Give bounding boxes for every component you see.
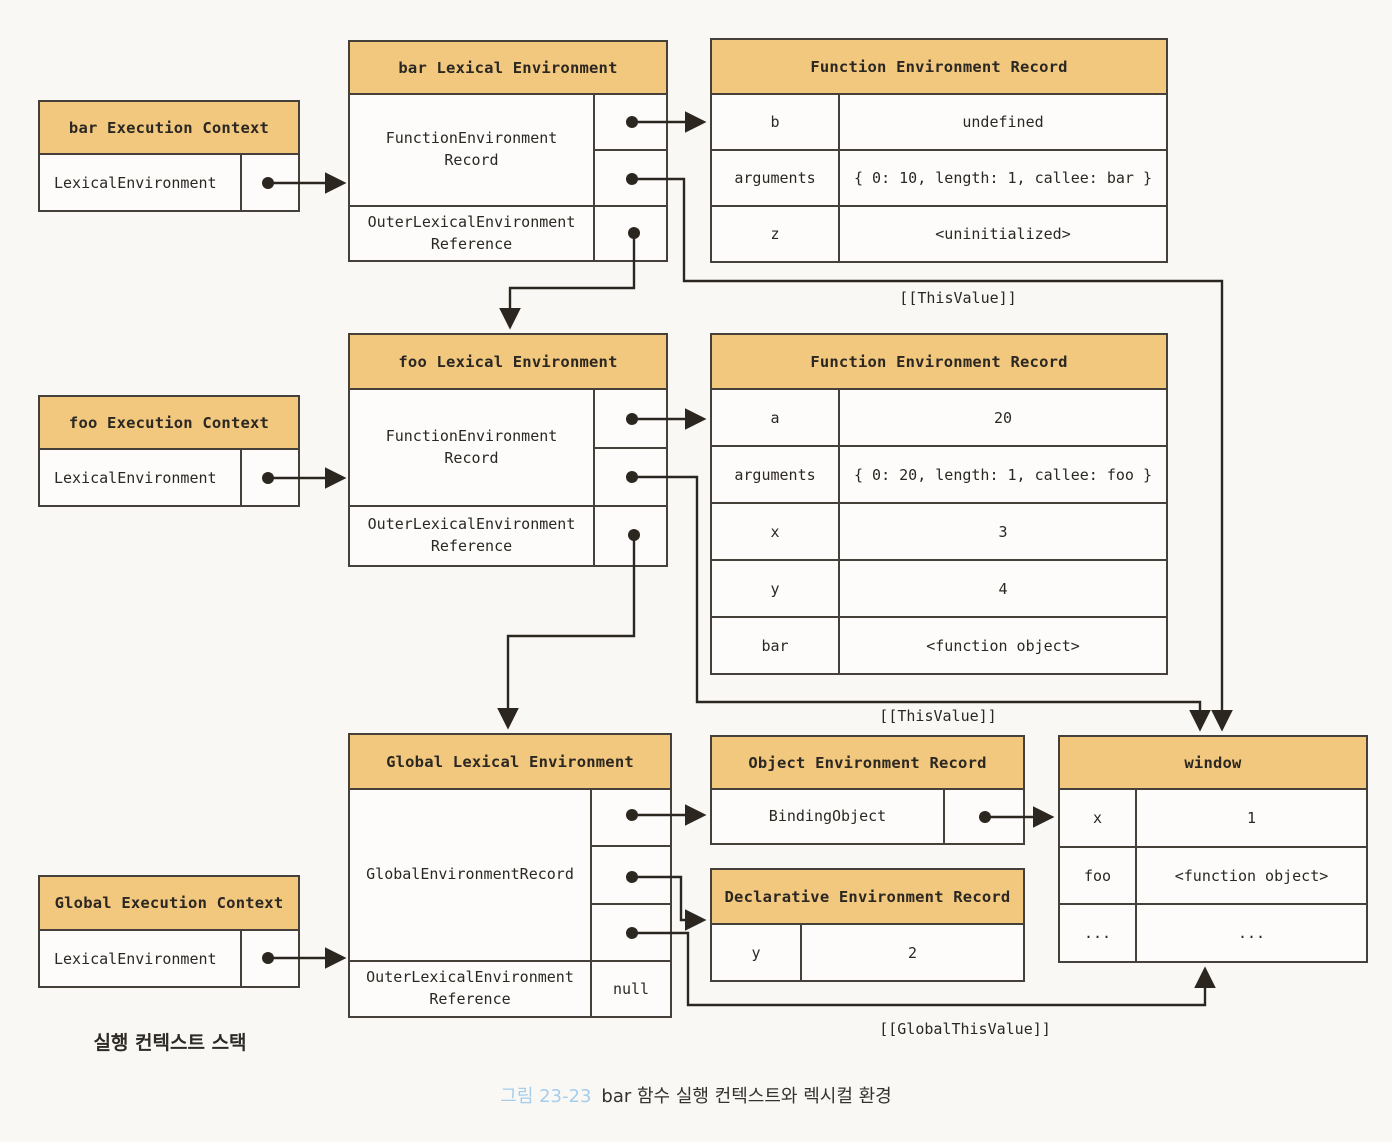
foo-execution-context-box: foo Execution Context LexicalEnvironment (38, 395, 300, 507)
record-key: arguments (712, 447, 840, 502)
figure-number: 그림 23-23 (500, 1086, 592, 1107)
record-key: bar (712, 618, 840, 673)
record-key: z (712, 207, 840, 261)
record-key: a (712, 390, 840, 445)
record-value: 20 (993, 408, 1013, 427)
record-value: <uninitialized> (935, 225, 1071, 243)
record-key: y (712, 561, 840, 616)
foo-lexical-environment-slot: LexicalEnvironment (54, 468, 217, 487)
record-value: <function object> (1174, 866, 1329, 885)
foo-execution-context-title: foo Execution Context (40, 397, 298, 450)
global-execution-context-box: Global Execution Context LexicalEnvironm… (38, 875, 300, 988)
bar-function-environment-record-slot: FunctionEnvironment Record (385, 129, 558, 169)
bar-outer-reference-slot: OuterLexicalEnvironment Reference (367, 212, 576, 253)
execution-context-stack-label: 실행 컨텍스트 스택 (93, 1032, 247, 1054)
record-key: ... (1060, 905, 1137, 962)
foo-lexical-environment-title: foo Lexical Environment (350, 335, 666, 390)
oer-title: Object Environment Record (712, 737, 1023, 790)
binding-object-slot: BindingObject (768, 806, 887, 825)
bar-lexical-environment-box: bar Lexical Environment FunctionEnvironm… (348, 40, 668, 262)
record-value: ... (1237, 924, 1266, 943)
record-value: { 0: 20, length: 1, callee: foo } (853, 465, 1152, 484)
object-environment-record-table: Object Environment Record BindingObject (710, 735, 1025, 845)
global-this-value-label: [[GlobalThisValue]] (879, 1020, 1051, 1038)
global-outer-null-cell: null (612, 980, 650, 998)
record-value: { 0: 10, length: 1, callee: bar } (853, 169, 1152, 187)
bar-lexical-environment-slot: LexicalEnvironment (54, 173, 217, 192)
der-title: Declarative Environment Record (712, 870, 1023, 925)
this-value-label-bar: [[ThisValue]] (899, 289, 1017, 307)
bar-outer-pointer-cell (595, 207, 666, 260)
bar-execution-context-box: bar Execution Context LexicalEnvironment (38, 100, 300, 212)
record-key: x (1060, 790, 1137, 846)
bar-lexical-environment-title: bar Lexical Environment (350, 42, 666, 95)
foo-ec-pointer-cell (242, 450, 298, 505)
bar-execution-context-title: bar Execution Context (40, 102, 298, 155)
record-value: <function object> (926, 636, 1080, 655)
foo-function-environment-record-table: Function Environment Record a 20 argument… (710, 333, 1168, 675)
record-value: 2 (907, 943, 918, 962)
record-key: foo (1060, 847, 1137, 904)
foo-outer-pointer-cell (595, 507, 666, 565)
foo-outer-reference-slot: OuterLexicalEnvironment Reference (367, 515, 576, 555)
global-thisvalue-pointer-cell (592, 902, 670, 960)
record-key: y (712, 925, 802, 980)
record-value: undefined (962, 113, 1044, 131)
foo-fer-pointer-cell (595, 390, 666, 447)
bar-fer-title: Function Environment Record (712, 40, 1166, 95)
record-key: x (712, 504, 840, 559)
figure-caption-text: bar 함수 실행 컨텍스트와 렉시컬 환경 (601, 1086, 892, 1107)
bar-thisvalue-pointer-cell (595, 149, 666, 205)
global-lexical-environment-box: Global Lexical Environment GlobalEnviron… (348, 733, 672, 1018)
window-title: window (1060, 737, 1366, 790)
global-outer-reference-slot: OuterLexicalEnvironment Reference (366, 968, 574, 1008)
this-value-label-foo: [[ThisValue]] (879, 707, 997, 725)
record-value: 3 (998, 522, 1008, 541)
global-lexical-environment-slot: LexicalEnvironment (54, 949, 217, 968)
foo-fer-title: Function Environment Record (712, 335, 1166, 390)
record-key: arguments (712, 151, 840, 205)
foo-thisvalue-pointer-cell (595, 446, 666, 506)
record-value: 1 (1246, 808, 1257, 827)
record-value: 4 (998, 579, 1008, 598)
bar-fer-pointer-cell (595, 95, 666, 149)
global-der-pointer-cell (592, 845, 670, 902)
foo-lexical-environment-box: foo Lexical Environment FunctionEnvironm… (348, 333, 668, 567)
global-environment-record-slot: GlobalEnvironmentRecord (366, 865, 574, 884)
record-key: b (712, 95, 840, 149)
global-oer-pointer-cell (592, 790, 670, 845)
figure-caption: 그림 23-23 bar 함수 실행 컨텍스트와 렉시컬 환경 (0, 1082, 1392, 1108)
global-lexical-environment-title: Global Lexical Environment (350, 735, 670, 790)
foo-function-environment-record-slot: FunctionEnvironment Record (385, 426, 558, 467)
bar-ec-pointer-cell (242, 155, 298, 210)
declarative-environment-record-table: Declarative Environment Record y 2 (710, 868, 1025, 982)
global-execution-context-title: Global Execution Context (40, 877, 298, 931)
window-object-table: window x 1 foo <function object> ...... (1058, 735, 1368, 963)
global-ec-pointer-cell (242, 931, 298, 986)
bar-function-environment-record-table: Function Environment Record b undefined a… (710, 38, 1168, 263)
binding-object-pointer-cell (945, 790, 1023, 843)
